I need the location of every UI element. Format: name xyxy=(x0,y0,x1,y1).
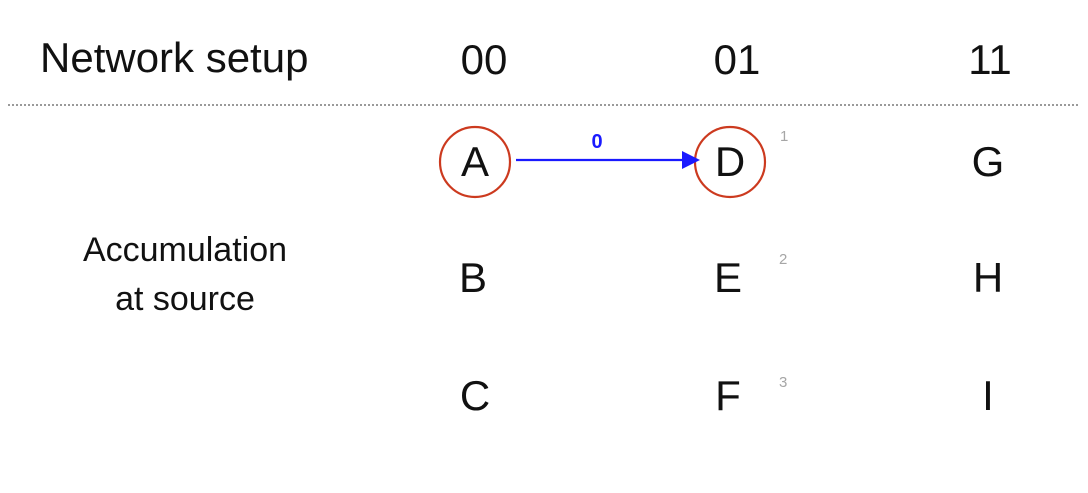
node-b: B xyxy=(458,254,487,301)
node-e: E xyxy=(713,254,742,301)
row-label-line: at source xyxy=(115,280,255,319)
column-header-01: 01 xyxy=(713,36,761,83)
column-header-00: 00 xyxy=(460,36,508,83)
node-c: C xyxy=(459,372,491,419)
edge-a-to-d-label: 0 xyxy=(591,131,602,153)
node-i: I xyxy=(982,372,994,419)
edge-a-to-d-arrowhead xyxy=(682,151,700,169)
node-g: G xyxy=(971,138,1005,185)
row-number-1: 1 xyxy=(780,128,789,145)
node-f: F xyxy=(715,372,741,419)
row-number-3: 3 xyxy=(779,374,788,391)
page-title: Network setup xyxy=(40,34,309,81)
node-a: A xyxy=(460,138,489,185)
column-header-11: 11 xyxy=(968,36,1012,83)
header-divider xyxy=(8,104,1078,106)
row-label-line: Accumulation xyxy=(82,231,288,269)
row-label: Accumulation at source xyxy=(40,226,330,325)
node-d: D xyxy=(714,138,746,185)
node-h: H xyxy=(972,254,1004,301)
row-number-2: 2 xyxy=(779,251,788,268)
